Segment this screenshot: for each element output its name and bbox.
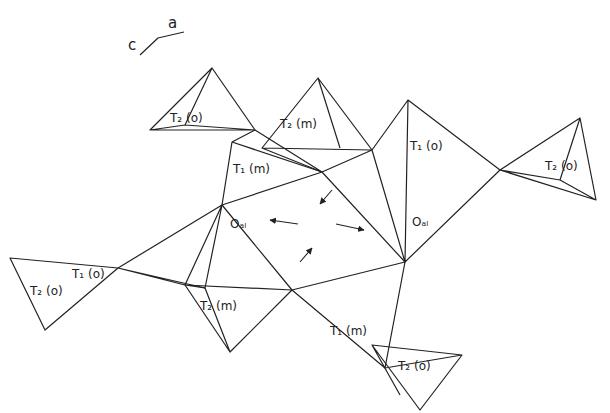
- site-label: T₁ (m): [233, 163, 270, 175]
- rotation-arrow: [320, 190, 332, 204]
- site-label: T₁ (o): [410, 140, 443, 152]
- tetrahedron: [372, 345, 462, 410]
- tetrahedron: [185, 285, 292, 352]
- tetrahedron: [10, 258, 118, 330]
- tetrahedron: [262, 78, 372, 172]
- rotation-arrow: [336, 224, 364, 230]
- tetrahedron: [292, 262, 405, 368]
- site-label: Oₐₗ: [230, 218, 246, 230]
- tetrahedron: [500, 118, 596, 200]
- site-label: T₂ (m): [200, 300, 237, 312]
- tetrahedron: [118, 205, 222, 288]
- rotation-arrow: [300, 248, 312, 262]
- site-label: T₂ (o): [545, 160, 578, 172]
- axis-label: a: [168, 16, 177, 31]
- rotation-arrow: [270, 220, 298, 224]
- site-label: Oₐₗ: [412, 216, 428, 228]
- site-label: T₁ (m): [330, 325, 367, 337]
- site-label: T₂ (o): [398, 360, 431, 372]
- axis-lines: [140, 32, 184, 55]
- tetrahedron: [150, 68, 255, 130]
- site-label: T₂ (m): [280, 118, 317, 130]
- site-label: T₁ (o): [72, 268, 105, 280]
- axis-label: c: [128, 38, 136, 53]
- tetrahedron: [372, 100, 500, 262]
- site-label: T₂ (o): [30, 285, 63, 297]
- tetrahedron: [222, 130, 322, 205]
- ring-edge: [222, 172, 405, 290]
- site-label: T₂ (o): [170, 112, 203, 124]
